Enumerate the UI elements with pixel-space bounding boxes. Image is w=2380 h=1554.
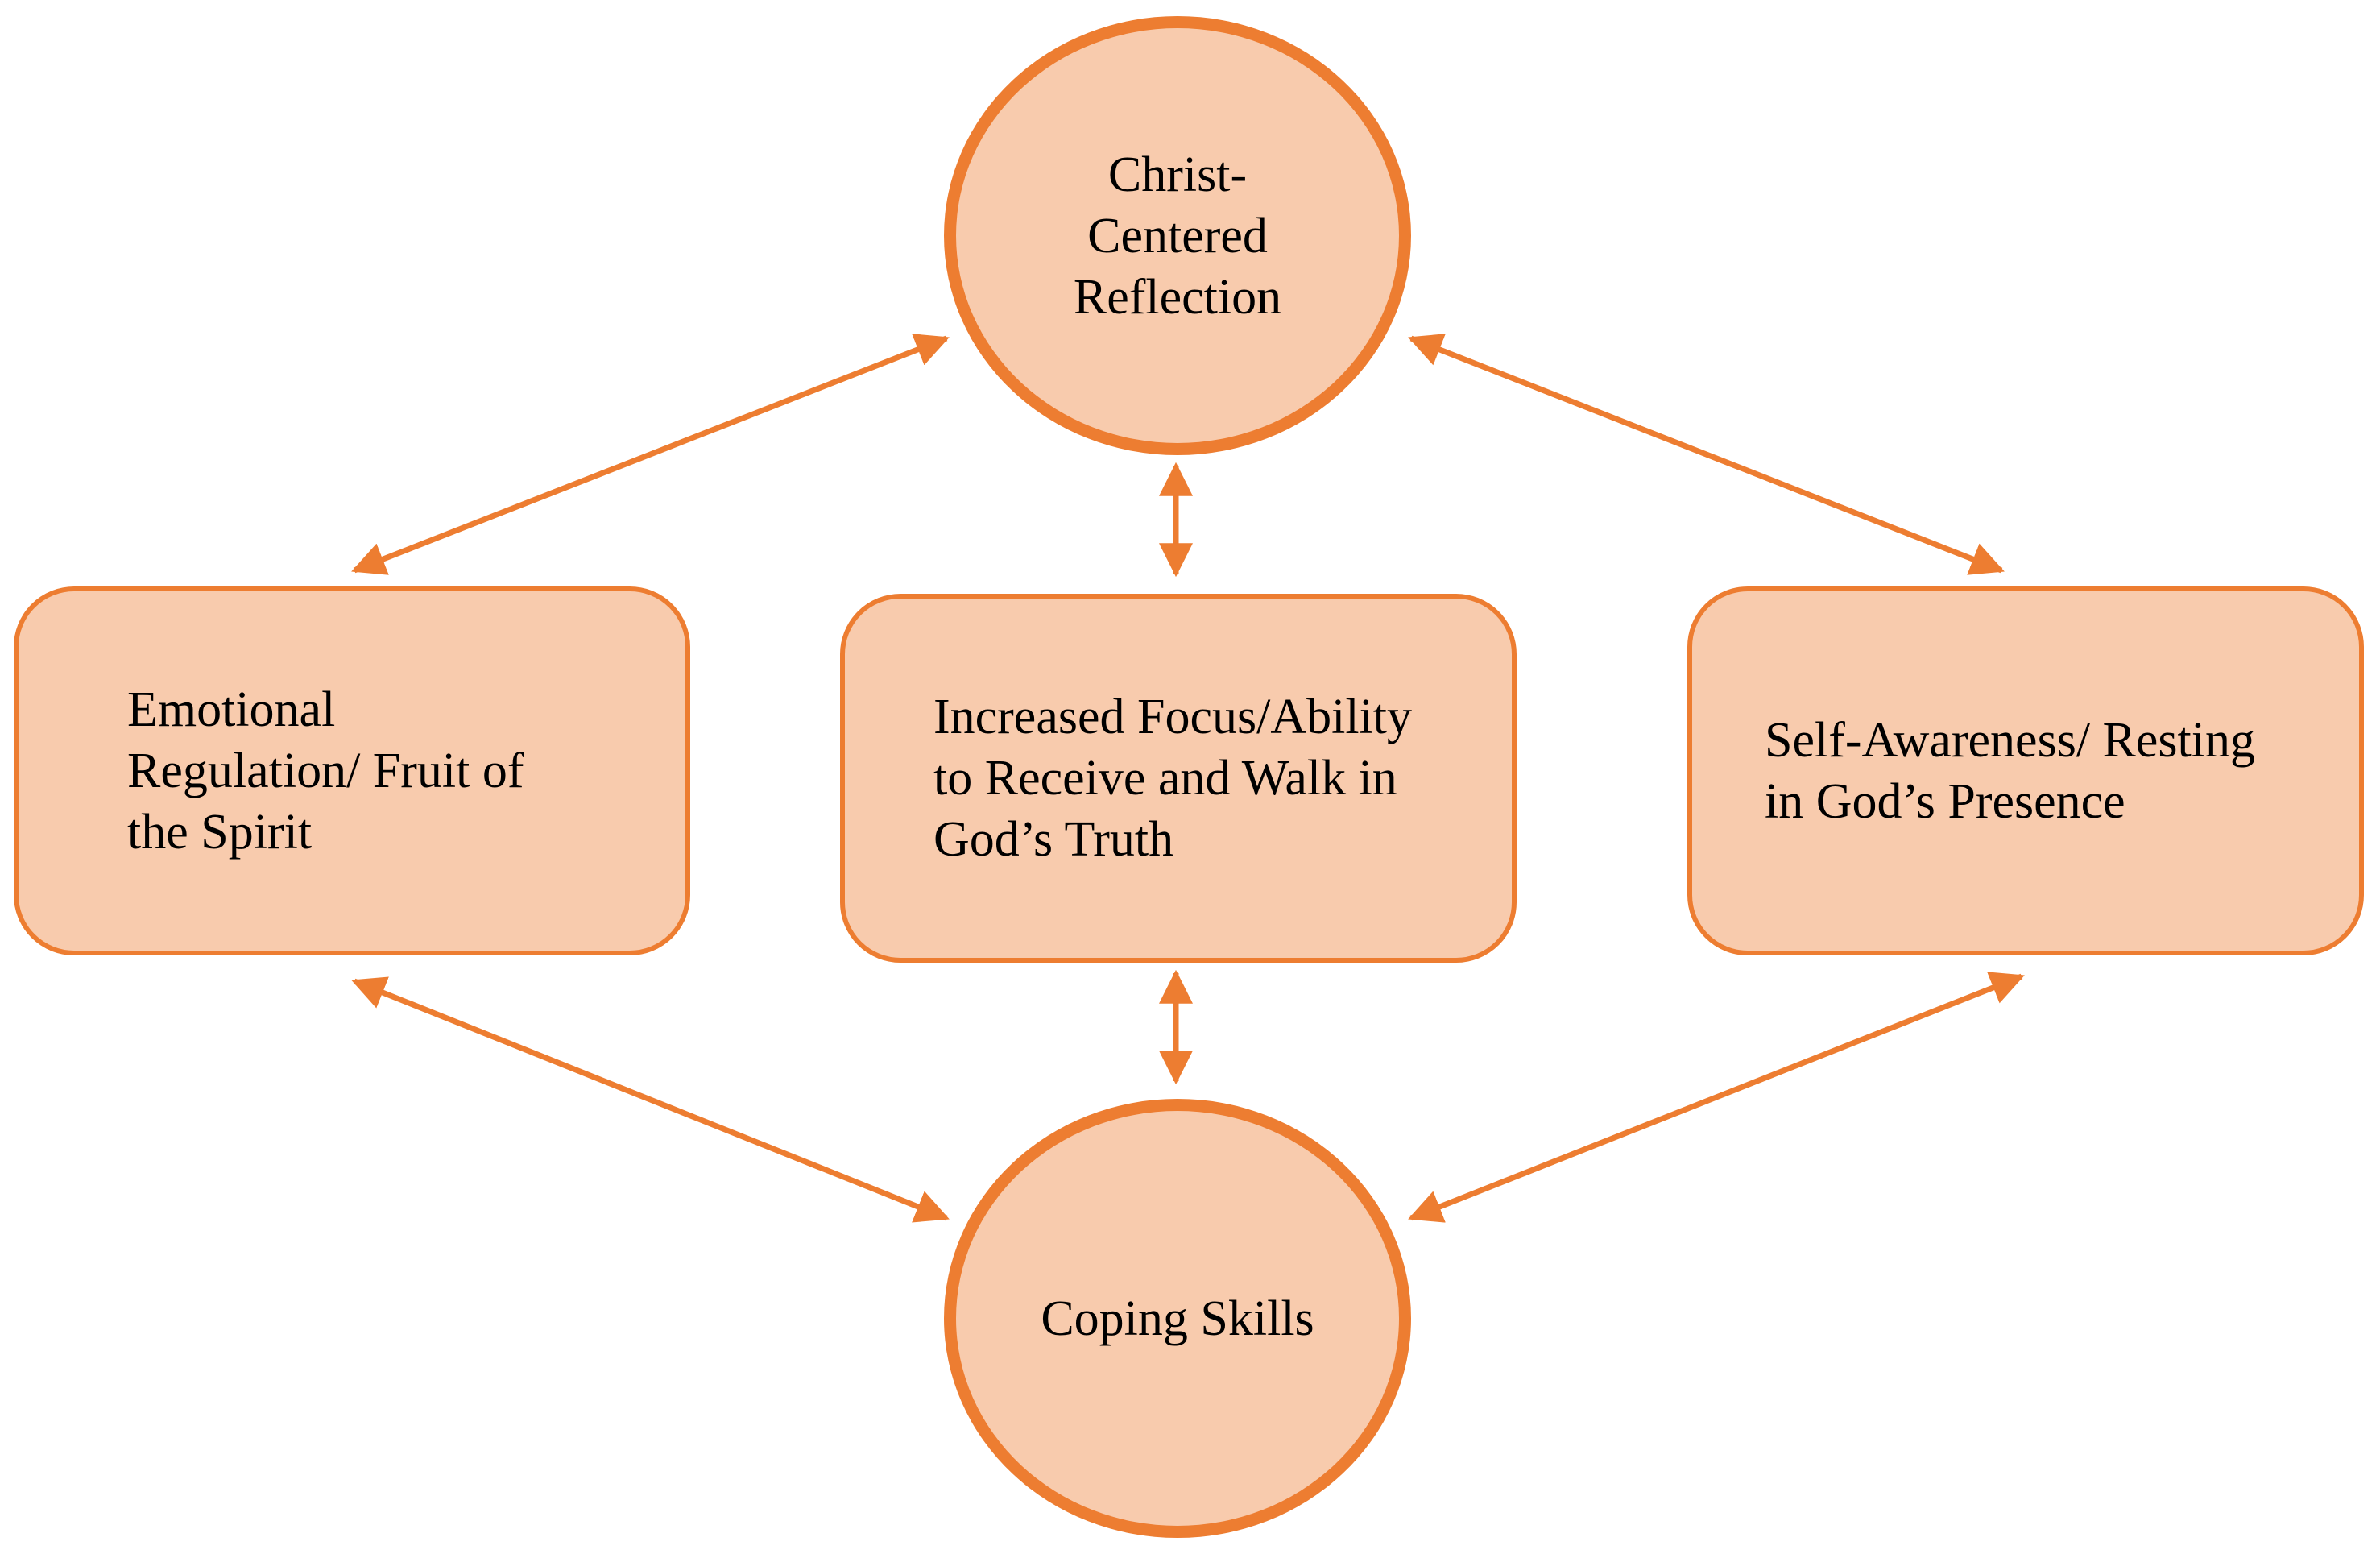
node-coping-skills: Coping Skills xyxy=(944,1099,1411,1538)
node-label-center: Increased Focus/Ability to Receive and W… xyxy=(933,690,1413,867)
node-label-right: Self-Awareness/ Resting in God’s Presenc… xyxy=(1765,713,2256,829)
node-increased-focus: Increased Focus/Ability to Receive and W… xyxy=(840,594,1517,963)
node-self-awareness: Self-Awareness/ Resting in God’s Presenc… xyxy=(1687,586,2364,955)
node-label-bottom: Coping Skills xyxy=(1041,1291,1314,1346)
node-emotional-regulation: Emotional Regulation/ Fruit of the Spiri… xyxy=(14,586,690,955)
arrow-bottom-right xyxy=(1408,972,2025,1223)
node-christ-centered-reflection: Christ- Centered Reflection xyxy=(944,16,1411,455)
node-label-left: Emotional Regulation/ Fruit of the Spiri… xyxy=(127,682,524,860)
arrow-top-left xyxy=(351,334,950,575)
arrow-bottom-left xyxy=(351,976,950,1223)
node-label-top: Christ- Centered Reflection xyxy=(1073,147,1282,325)
arrow-top-right xyxy=(1408,334,2005,575)
